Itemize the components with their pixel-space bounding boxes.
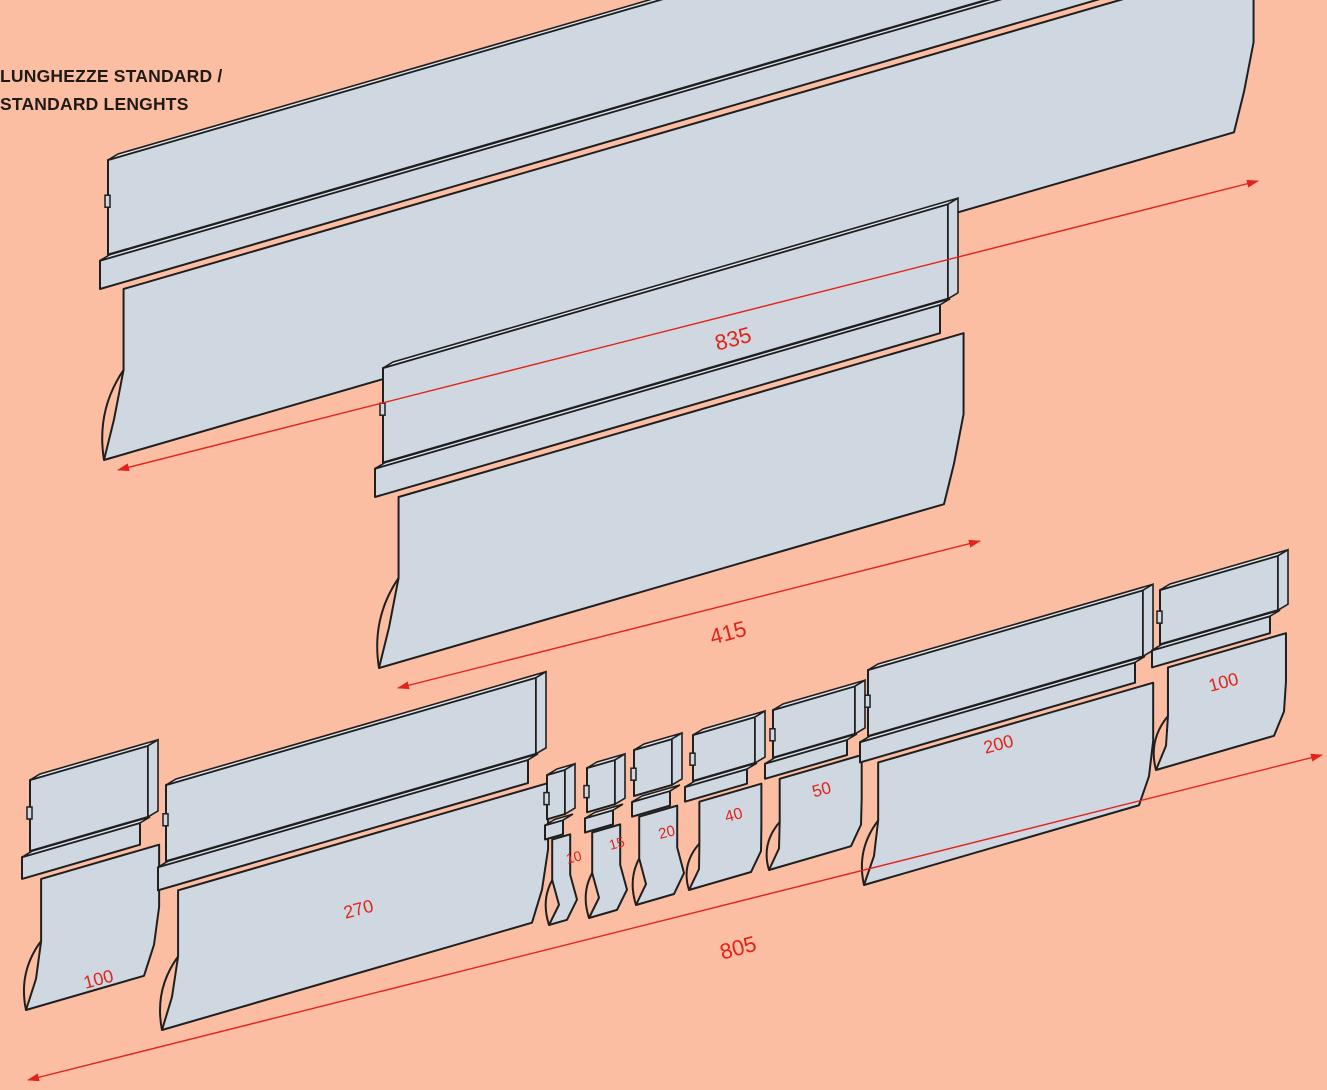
title-line-italian: LUNGHEZZE STANDARD / <box>0 66 223 86</box>
dimension-line-835 <box>117 179 1259 472</box>
tool-section-4 <box>630 731 685 906</box>
tool-section-8 <box>1151 548 1289 771</box>
dimension-label-415: 415 <box>707 616 749 650</box>
page-title: LUNGHEZZE STANDARD / STANDARD LENGHTS <box>0 62 222 118</box>
tool-section-5 <box>684 709 766 891</box>
section-label-5: 40 <box>723 805 745 826</box>
section-label-4: 20 <box>657 822 678 843</box>
tool-section-0 <box>21 738 161 1011</box>
tool-segments <box>21 0 1289 1031</box>
tool-section-1 <box>157 670 550 1031</box>
section-label-3: 15 <box>607 833 626 853</box>
title-line-english: STANDARD LENGHTS <box>0 94 189 114</box>
dimension-label-805: 805 <box>717 931 759 965</box>
dimension-line-415 <box>397 539 981 690</box>
dimension-lines <box>27 179 1323 1082</box>
section-label-6: 50 <box>810 778 833 801</box>
section-label-2: 10 <box>564 847 583 867</box>
dimension-line-805 <box>27 753 1323 1082</box>
tool-section-6 <box>764 678 866 871</box>
